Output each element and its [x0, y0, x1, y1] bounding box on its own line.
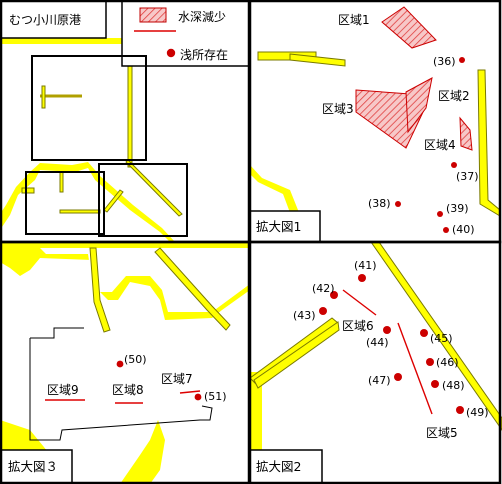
legend-point-label: 浅所存在: [180, 48, 228, 62]
zoom2-point-44-label: (44): [366, 336, 389, 349]
title-box: [0, 0, 107, 39]
shoal-region-4: [459, 116, 473, 151]
shoal-point-45: [420, 329, 428, 337]
zoom1-point-40-label: (40): [452, 223, 475, 236]
shoal-point-48: [431, 380, 439, 388]
zoom1-point-37-label: (37): [456, 170, 479, 183]
zoom2-point-42-label: (42): [312, 282, 335, 295]
zoom1-region-4-label: 区域4: [424, 138, 456, 152]
shoal-point-47: [394, 373, 402, 381]
zoom2-caption: 拡大図2: [256, 459, 301, 474]
zoom1-region-2-label: 区域2: [438, 89, 470, 103]
shoal-point-38: [395, 201, 401, 207]
zoom3-map: [0, 242, 250, 484]
shoal-area-swatch: [139, 7, 167, 23]
shoal-region-1: [381, 6, 437, 49]
zoom1-caption-box: [249, 210, 321, 243]
zoom2-map: [250, 242, 502, 484]
shoal-point-42: [330, 291, 338, 299]
zoom2-point-47-label: (47): [368, 374, 391, 387]
zoom2-point-48-label: (48): [442, 379, 465, 392]
shoal-point-50: [116, 360, 124, 368]
shoal-point-51: [194, 393, 202, 401]
shoal-point-41: [358, 274, 366, 282]
zoom1-region-1-label: 区域1: [338, 13, 370, 27]
zoom1-point-39-label: (39): [446, 202, 469, 215]
shoal-point-37: [451, 162, 457, 168]
shoal-point-36: [459, 57, 465, 63]
zoom1-point-36-label: (36): [433, 55, 456, 68]
zoom2-point-49-label: (49): [466, 406, 489, 419]
zoom1-caption: 拡大図1: [256, 219, 301, 234]
shoal-point-swatch: [166, 48, 176, 58]
shoal-region-2: [405, 77, 433, 134]
zoom2-point-43-label: (43): [293, 309, 316, 322]
zoom3-point-50-label: (50): [124, 353, 147, 366]
zoom3-region-7-label: 区域7: [161, 372, 193, 386]
shoal-point-44: [383, 326, 391, 334]
inset-outline-2: [98, 163, 188, 237]
overview-map: [0, 38, 250, 242]
zoom3-caption-box: [0, 449, 73, 484]
shoal-point-46: [426, 358, 434, 366]
inset-outline-1: [31, 55, 147, 161]
inset-outline-3: [25, 171, 105, 235]
map-title: むつ小川原港: [9, 13, 81, 27]
zoom1-point-38-label: (38): [368, 197, 391, 210]
zoom3-caption: 拡大図３: [8, 459, 58, 474]
zoom3-region-8-label: 区域8: [112, 383, 144, 397]
zoom1-region-3-label: 区域3: [322, 102, 354, 116]
zoom3-point-51-label: (51): [204, 390, 227, 403]
zoom2-point-45-label: (45): [430, 332, 453, 345]
shoal-point-40: [443, 227, 449, 233]
zoom2-region-5-label: 区域5: [426, 426, 458, 440]
shoal-point-39: [437, 211, 443, 217]
zoom2-point-41-label: (41): [354, 259, 377, 272]
panel-frame-zoom2: [248, 240, 502, 484]
zoom3-region-9-label: 区域9: [47, 383, 79, 397]
zoom2-region-6-label: 区域6: [342, 319, 374, 333]
zoom2-point-46-label: (46): [436, 356, 459, 369]
shoal-point-43: [319, 307, 327, 315]
shoal-point-49: [456, 406, 464, 414]
legend-area-label: 水深減少: [178, 9, 226, 24]
